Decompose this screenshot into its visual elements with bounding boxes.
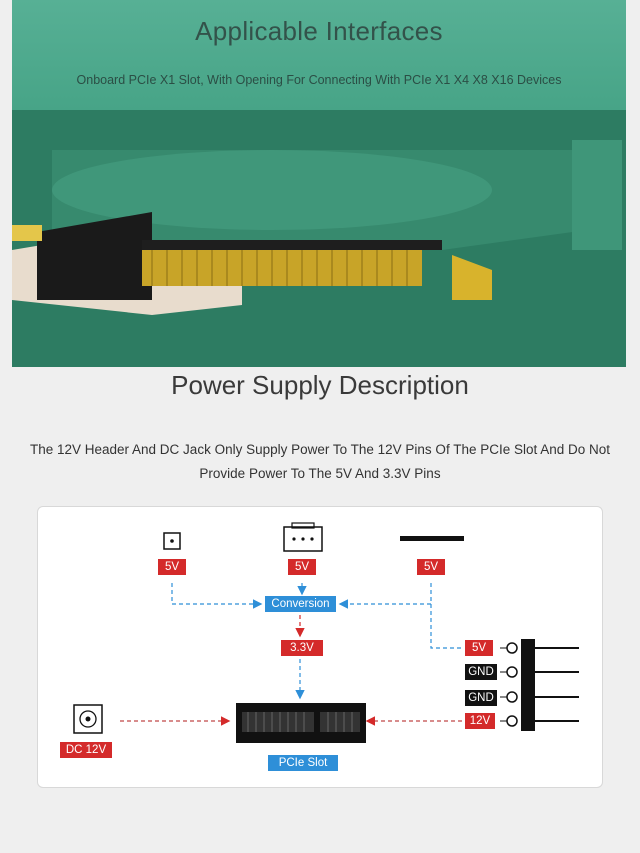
label-conversion: Conversion	[265, 596, 336, 612]
label-5v-three-pin: 5V	[288, 559, 316, 575]
label-5v-pin-header: 5V	[158, 559, 186, 575]
label-5v-header: 5V	[465, 640, 493, 656]
label-3v3: 3.3V	[281, 640, 323, 656]
label-pcie-slot: PCIe Slot	[268, 755, 338, 771]
pin-header-icon	[163, 532, 181, 550]
power-supply-title: Power Supply Description	[171, 370, 469, 400]
pcie-card-illustration	[12, 110, 626, 367]
pcie-slot-icon	[236, 703, 366, 743]
label-gnd-2: GND	[465, 690, 497, 706]
fpc-connector-icon	[400, 536, 464, 541]
power-header-icon	[500, 639, 579, 731]
label-12v-header: 12V	[465, 713, 495, 729]
power-diagram: 5V 5V 5V Conversion 3.3V 5V GND GND 12V …	[37, 506, 603, 788]
hero-subtitle: Onboard PCIe X1 Slot, With Opening For C…	[76, 73, 562, 87]
label-5v-fpc: 5V	[417, 559, 445, 575]
power-supply-description: The 12V Header And DC Jack Only Supply P…	[29, 442, 611, 481]
hero-title: Applicable Interfaces	[195, 16, 443, 46]
hero-banner: Applicable Interfaces Onboard PCIe X1 Sl…	[12, 0, 626, 367]
dc-jack-icon	[73, 704, 103, 734]
label-gnd-1: GND	[465, 664, 497, 680]
power-diagram-graphic	[73, 522, 579, 743]
label-dc-12v: DC 12V	[60, 742, 112, 758]
three-pin-connector-icon	[283, 522, 323, 552]
